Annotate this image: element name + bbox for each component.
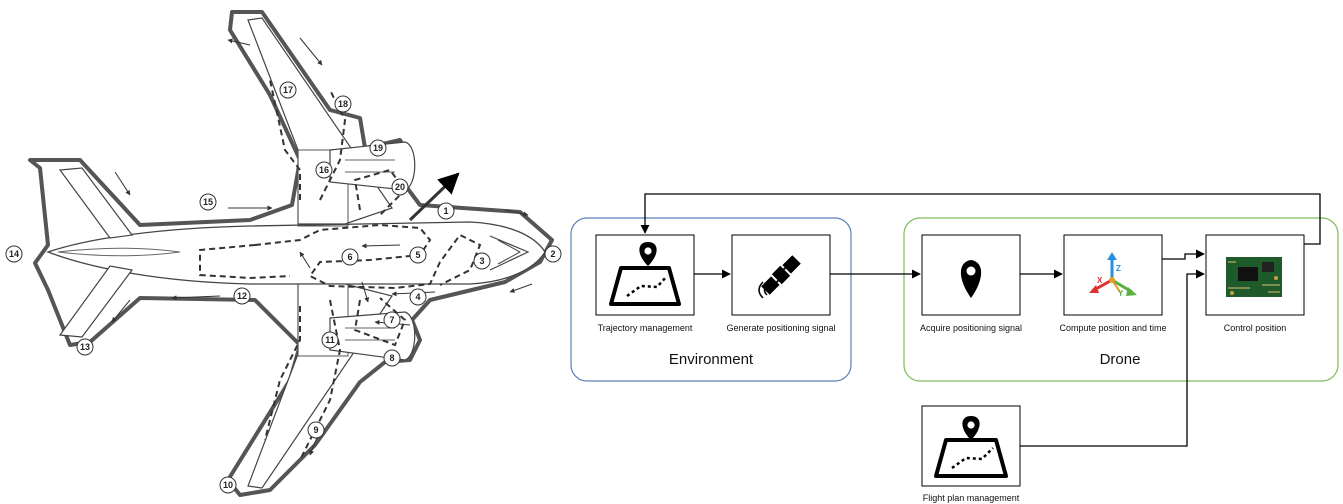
svg-text:6: 6 xyxy=(347,252,352,262)
svg-text:13: 13 xyxy=(80,342,90,352)
svg-text:Flight plan management: Flight plan management xyxy=(923,493,1020,503)
xyz-axes-icon: Z X Y xyxy=(1089,252,1137,298)
environment-group xyxy=(570,217,852,382)
arrow-flightplan-to-control xyxy=(1020,269,1205,447)
svg-text:2: 2 xyxy=(550,249,555,259)
svg-text:4: 4 xyxy=(415,292,420,302)
svg-text:3: 3 xyxy=(479,256,484,266)
tail-lower xyxy=(58,265,134,338)
control-position-node: Control position xyxy=(1205,234,1305,333)
waypoint-10: 10 xyxy=(219,476,237,494)
svg-text:8: 8 xyxy=(389,353,394,363)
svg-text:10: 10 xyxy=(223,480,233,490)
svg-text:5: 5 xyxy=(415,250,420,260)
waypoint-19: 19 xyxy=(369,139,387,157)
waypoint-17: 17 xyxy=(279,81,297,99)
drone-group xyxy=(903,217,1339,382)
trajectory-management-node: Trajectory management xyxy=(595,234,695,333)
waypoint-3: 3 xyxy=(473,252,491,270)
waypoint-8: 8 xyxy=(383,349,401,367)
waypoint-6: 6 xyxy=(341,248,359,266)
wing-upper xyxy=(247,17,393,225)
svg-text:X: X xyxy=(1097,276,1103,285)
svg-text:15: 15 xyxy=(203,197,213,207)
waypoint-16: 16 xyxy=(315,161,333,179)
map-pin-icon xyxy=(934,416,1008,478)
svg-text:12: 12 xyxy=(237,291,247,301)
compute-position-node: Z X Y Compute position and time xyxy=(1059,234,1167,333)
tail-upper xyxy=(58,167,134,239)
drone-group-label: Drone xyxy=(1100,351,1141,368)
generate-signal-node: Generate positioning signal xyxy=(726,234,836,333)
svg-text:Trajectory management: Trajectory management xyxy=(598,323,693,333)
svg-text:Z: Z xyxy=(1116,264,1121,273)
svg-text:Compute position and time: Compute position and time xyxy=(1059,323,1166,333)
svg-text:Generate positioning signal: Generate positioning signal xyxy=(726,323,835,333)
waypoint-11: 11 xyxy=(321,331,339,349)
exit-arrow xyxy=(408,172,460,222)
svg-text:19: 19 xyxy=(373,143,383,153)
svg-text:17: 17 xyxy=(283,85,293,95)
waypoint-15: 15 xyxy=(199,193,217,211)
waypoint-7: 7 xyxy=(383,311,401,329)
waypoint-4: 4 xyxy=(409,288,427,306)
acquire-signal-node: Acquire positioning signal xyxy=(920,234,1022,333)
location-pin-icon xyxy=(960,260,982,298)
inner-dashed-path xyxy=(199,79,482,461)
svg-text:1: 1 xyxy=(443,206,448,216)
waypoint-9: 9 xyxy=(307,421,325,439)
waypoint-13: 13 xyxy=(76,338,94,356)
svg-text:20: 20 xyxy=(395,182,405,192)
svg-text:16: 16 xyxy=(319,165,329,175)
environment-group-label: Environment xyxy=(669,351,754,368)
map-pin-icon xyxy=(609,242,681,306)
waypoint-12: 12 xyxy=(233,287,251,305)
svg-text:14: 14 xyxy=(9,249,19,259)
waypoint-1: 1 xyxy=(437,202,455,220)
circuit-board-icon xyxy=(1226,257,1282,297)
svg-text:9: 9 xyxy=(313,425,318,435)
waypoint-markers: 1 2 3 4 5 6 7 8 9 10 11 12 13 14 15 16 1… xyxy=(5,81,562,494)
svg-text:Acquire positioning signal: Acquire positioning signal xyxy=(920,323,1022,333)
satellite-icon xyxy=(761,255,801,295)
waypoint-5: 5 xyxy=(409,246,427,264)
svg-text:Control position: Control position xyxy=(1224,323,1287,333)
arrow-compute-to-control xyxy=(1162,249,1205,260)
connectors xyxy=(640,193,1321,447)
flight-plan-management-node: Flight plan management xyxy=(921,405,1021,503)
svg-text:11: 11 xyxy=(325,335,335,345)
waypoint-14: 14 xyxy=(5,245,23,263)
aircraft-inspection-diagram: 1 2 3 4 5 6 7 8 9 10 11 12 13 14 15 16 1… xyxy=(5,10,562,497)
svg-text:18: 18 xyxy=(338,99,348,109)
svg-text:Y: Y xyxy=(1118,289,1124,298)
waypoint-18: 18 xyxy=(334,95,352,113)
waypoint-20: 20 xyxy=(391,178,409,196)
svg-text:7: 7 xyxy=(389,315,394,325)
arrow-feedback-to-trajectory xyxy=(640,193,1321,245)
waypoint-2: 2 xyxy=(544,245,562,263)
